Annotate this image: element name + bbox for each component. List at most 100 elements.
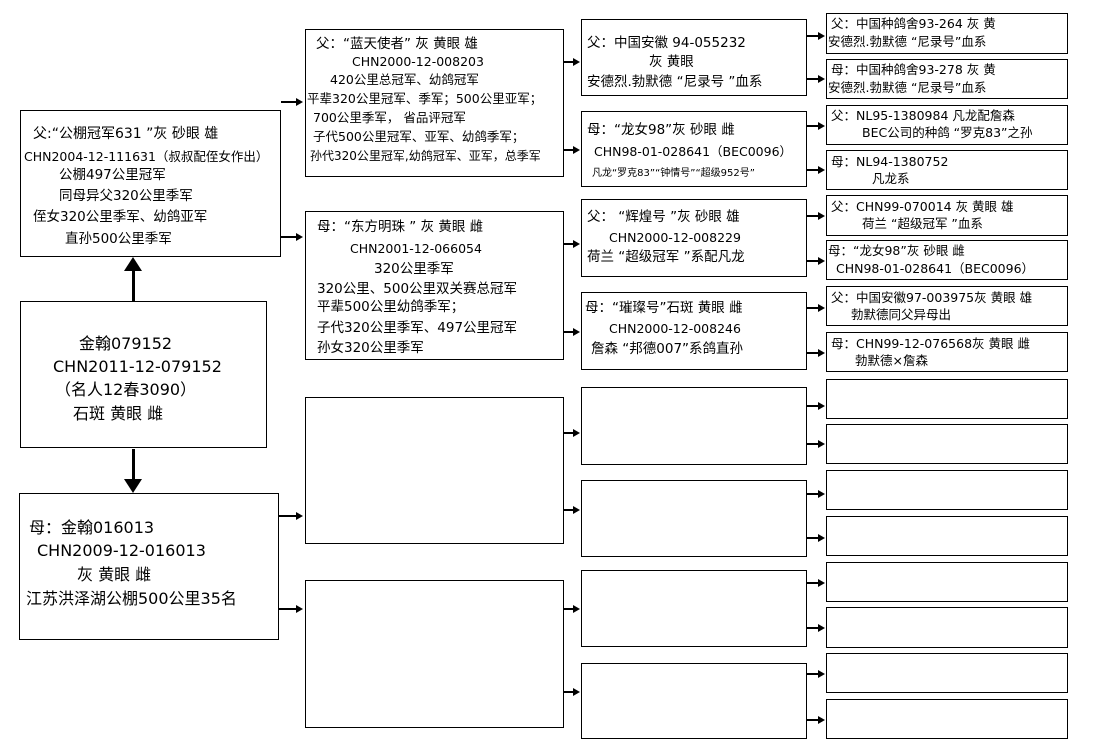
sire-dam-box: 母：“东方明珠 ” 灰 黄眼 雌 CHN2001-12-066054 320公里… [305,211,564,360]
g3-ss-d-line-2: CHN98-01-028641（BEC0096） [594,144,793,159]
g4-5-line-2: 荷兰 “超级冠军 ”血系 [862,216,983,231]
g3-sd-d-line-1: 母：“璀璨号”石斑 黄眼 雌 [585,300,743,316]
connector-line [807,582,819,584]
g3-ss-d-line-3: 凡龙“罗克83”“钟情号”“超级952号” [592,168,755,179]
connector-line [564,149,574,151]
subject-alias: （名人12春3090） [55,380,197,399]
ss-line-5: 700公里季军， 省品评冠军 [313,110,466,125]
subject-traits: 石斑 黄眼 雌 [73,404,164,423]
g4-empty-box [826,699,1068,739]
connector-line [564,691,574,693]
connector-line [564,331,574,333]
g3-sire-dam-sire: 父： “辉煌号 ”灰 砂眼 雄 CHN2000-12-008229 荷兰 “超级… [581,199,807,277]
g3-ss-d-line-1: 母：“龙女98”灰 砂眼 雌 [587,122,735,138]
dam-name: 母：金翰016013 [29,518,155,537]
g4-box-8: 母：CHN99-12-076568灰 黄眼 雌 勃默德×詹森 [826,332,1068,372]
g4-8-line-1: 母：CHN99-12-076568灰 黄眼 雌 [831,336,1030,351]
connector-line [807,719,819,721]
arrow-to-sire [132,270,135,301]
connector-line [807,352,819,354]
connector-line [279,608,297,610]
sire-ring: CHN2004-12-111631（叔叔配侄女作出） [24,149,269,164]
g4-box-1: 父：中国种鸽舍93-264 灰 黄 安德烈.勃默德 “尼录号”血系 [826,13,1068,54]
connector-line [807,493,819,495]
g3-sd-s-line-3: 荷兰 “超级冠军 ”系配凡龙 [587,249,745,265]
g4-1-line-2: 安德烈.勃默德 “尼录号”血系 [828,34,987,49]
g4-2-line-1: 母：中国种鸽舍93-278 灰 黄 [831,62,996,77]
dam-dam-box [305,580,564,728]
ss-line-2: CHN2000-12-008203 [352,54,484,69]
ss-line-6: 子代500公里冠军、亚军、幼鸽季军； [313,129,525,144]
arrow-head [818,534,825,542]
sire-sire-box: 父：“蓝天使者” 灰 黄眼 雄 CHN2000-12-008203 420公里总… [305,29,564,177]
g4-5-line-1: 父：CHN99-070014 灰 黄眼 雄 [831,199,1014,214]
subject-ring-name: 金翰079152 [79,334,173,353]
connector-line [807,125,819,127]
arrow-head-up [124,257,142,271]
g4-6-line-1: 母：“龙女98”灰 砂眼 雌 [828,243,965,258]
ss-line-7: 孙代320公里冠军,幼鸽冠军、亚军，总季军 [310,149,541,163]
sd-line-5: 平辈500公里幼鸽季军； [317,299,465,315]
connector-line [807,443,819,445]
g4-1-line-1: 父：中国种鸽舍93-264 灰 黄 [831,16,996,31]
g4-box-2: 母：中国种鸽舍93-278 灰 黄 安德烈.勃默德 “尼录号”血系 [826,59,1068,99]
connector-line [807,169,819,171]
connector-line [564,509,574,511]
arrow-head [573,605,580,613]
g3-empty-box [581,480,807,557]
connector-line [807,260,819,262]
g3-ss-s-line-3: 安德烈.勃默德 “尼录号 ”血系 [587,74,763,90]
arrow-head [573,506,580,514]
g4-4-line-1: 母：NL94-1380752 [831,154,949,169]
g3-sire-sire-dam: 母：“龙女98”灰 砂眼 雌 CHN98-01-028641（BEC0096） … [581,111,807,187]
sire-box: 父:“公棚冠军631 ”灰 砂眼 雄 CHN2004-12-111631（叔叔配… [20,110,281,257]
sd-line-4: 320公里、500公里双关赛总冠军 [317,281,518,297]
arrow-head [818,716,825,724]
arrow-head [296,233,303,241]
g4-empty-box [826,607,1068,648]
sd-line-1: 母：“东方明珠 ” 灰 黄眼 雌 [317,219,484,235]
sd-line-2: CHN2001-12-066054 [350,241,482,256]
arrow-head [818,579,825,587]
g4-3-line-2: BEC公司的种鸽 “罗克83”之孙 [862,125,1033,140]
arrow-head [818,490,825,498]
connector-line [807,215,819,217]
ss-line-4: 平辈320公里冠军、季军；500公里亚军； [307,91,543,106]
g4-empty-box [826,516,1068,556]
connector-line [807,35,819,37]
sire-result-3: 侄女320公里季军、幼鸽亚军 [33,209,208,225]
g4-box-7: 父：中国安徽97-003975灰 黄眼 雄 勃默德同父异母出 [826,286,1068,326]
dam-sire-box [305,397,564,544]
g3-sd-s-line-1: 父： “辉煌号 ”灰 砂眼 雄 [587,209,740,225]
arrow-head [818,32,825,40]
g3-sd-s-line-2: CHN2000-12-008229 [609,230,741,245]
sd-line-3: 320公里季军 [374,261,454,277]
arrow-head [818,349,825,357]
g3-empty-box [581,387,807,465]
g4-3-line-1: 父：NL95-1380984 凡龙配詹森 [831,108,1015,123]
dam-result: 江苏洪泽湖公棚500公里35名 [26,589,237,608]
connector-line [807,537,819,539]
arrow-head [573,688,580,696]
arrow-head [818,75,825,83]
sire-result-1: 公棚497公里冠军 [59,167,166,183]
subject-ring-number: CHN2011-12-079152 [53,357,222,376]
g4-empty-box [826,379,1068,419]
g4-2-line-2: 安德烈.勃默德 “尼录号”血系 [828,80,987,95]
connector-line [564,243,574,245]
g4-empty-box [826,470,1068,510]
arrow-head [818,402,825,410]
arrow-head [818,624,825,632]
connector-line [564,61,574,63]
arrow-head [818,122,825,130]
g4-empty-box [826,562,1068,602]
g4-empty-box [826,653,1068,693]
g4-4-line-2: 凡龙系 [872,171,910,186]
g4-6-line-2: CHN98-01-028641（BEC0096） [836,261,1035,276]
connector-line [281,101,297,103]
g4-7-line-2: 勃默德同父异母出 [851,307,952,322]
sd-line-6: 子代320公里季军、497公里冠军 [317,320,518,336]
arrow-head [296,512,303,520]
connector-line [807,78,819,80]
g3-empty-box [581,570,807,647]
